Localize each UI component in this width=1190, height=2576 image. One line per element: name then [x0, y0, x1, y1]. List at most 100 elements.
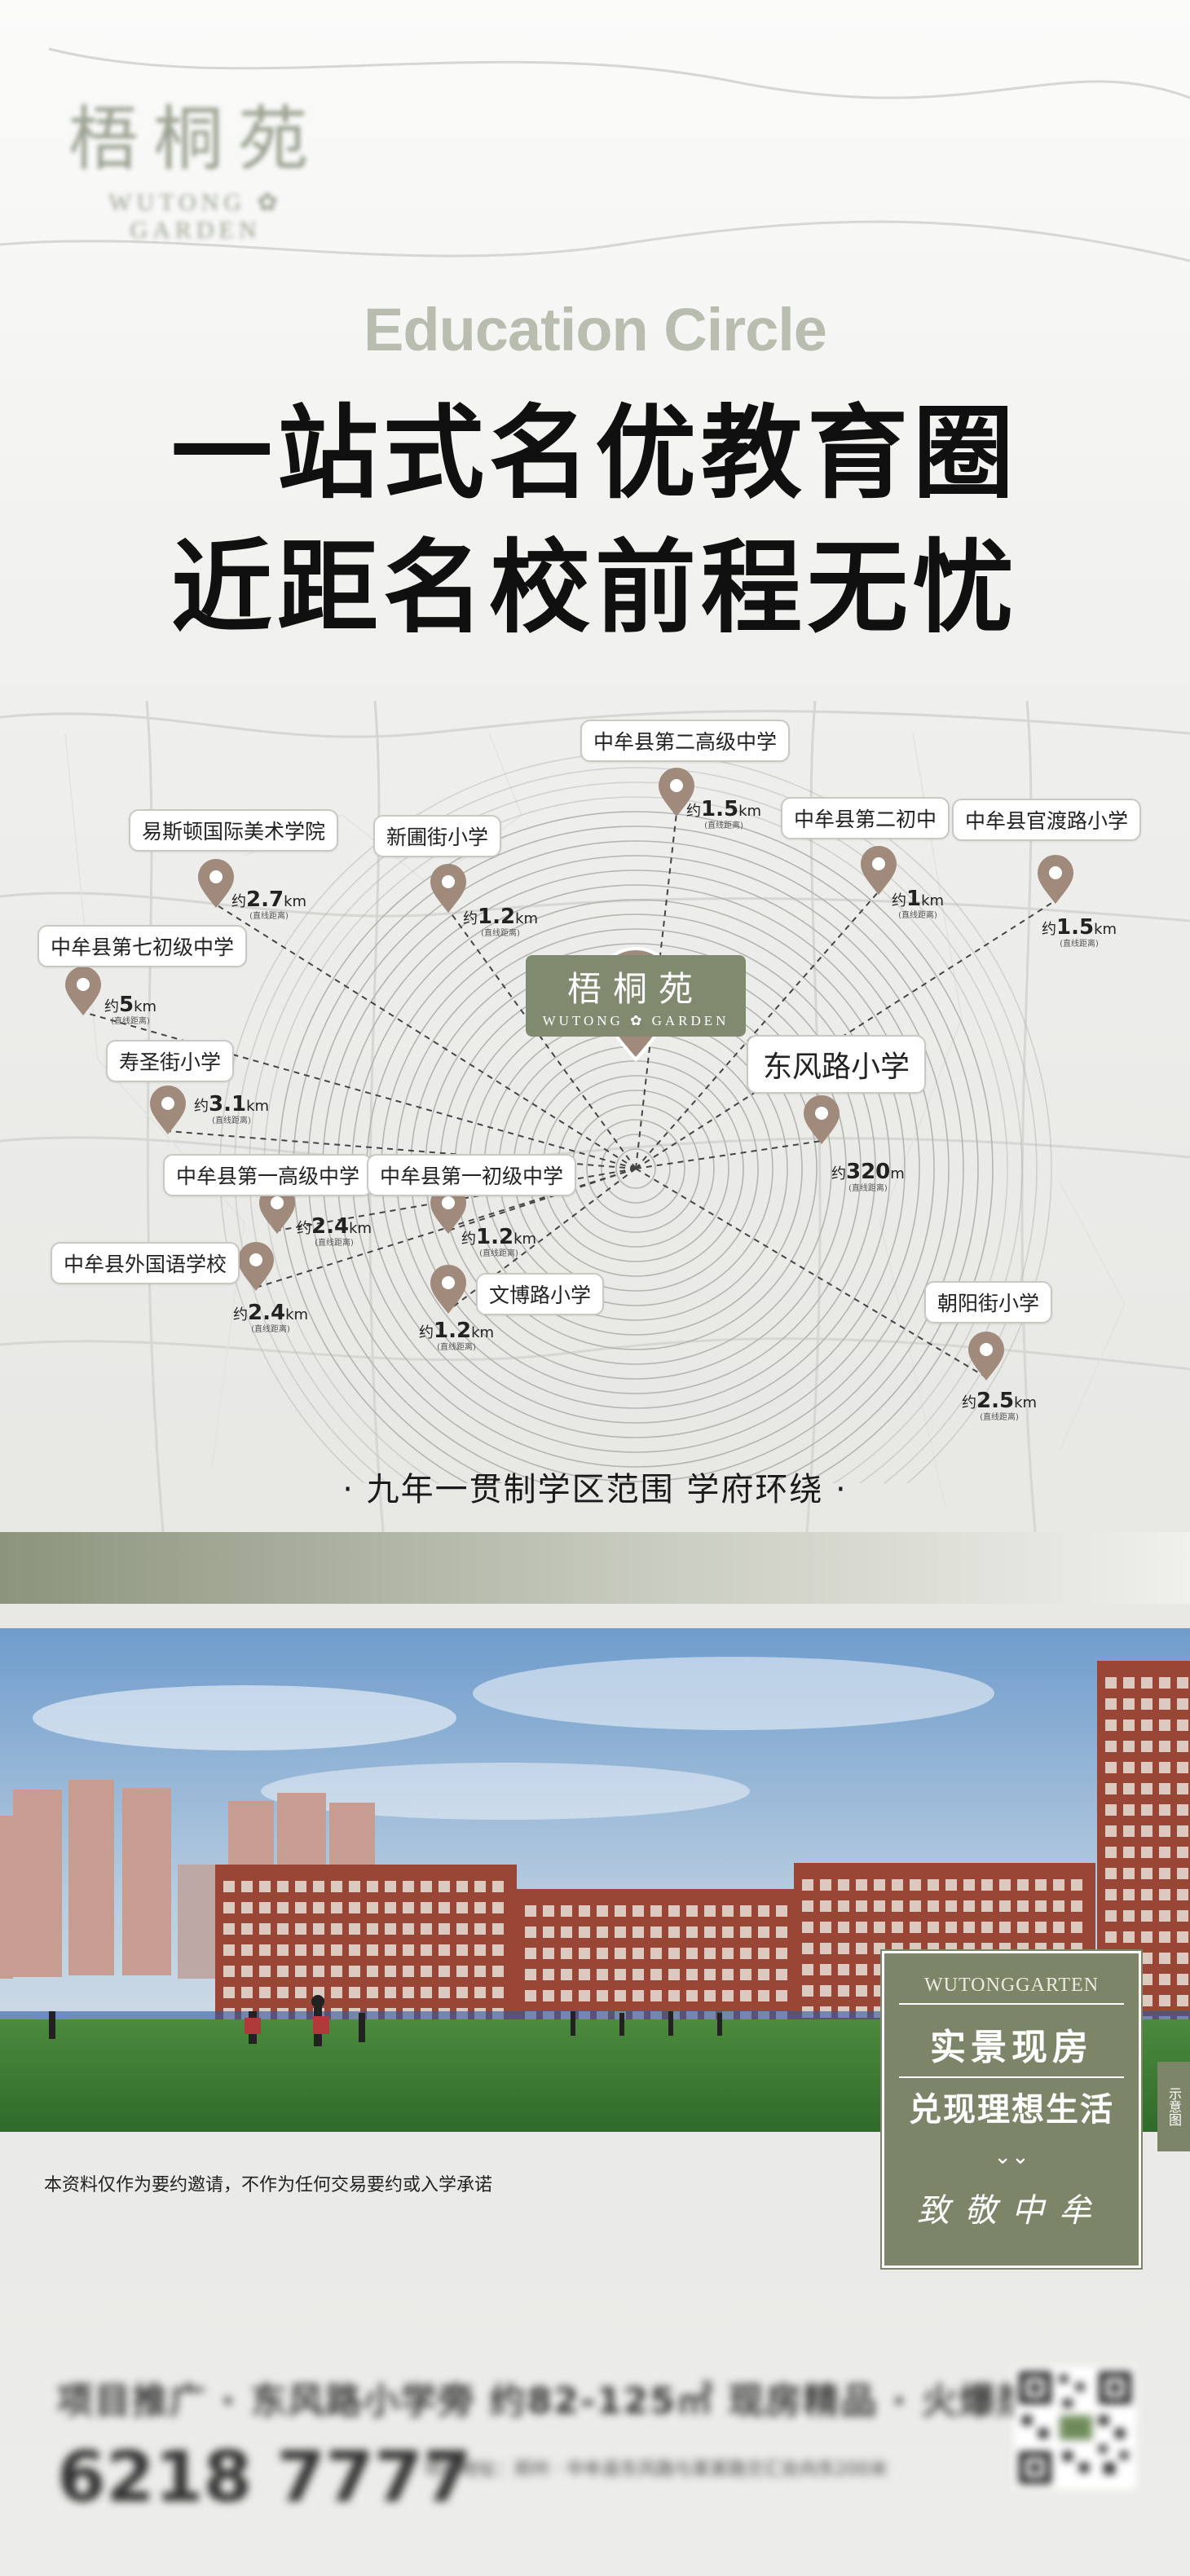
- distance-prefix: 约: [1042, 921, 1056, 938]
- window: [704, 1990, 716, 2001]
- location-pin-icon: [150, 1085, 186, 1134]
- window: [1123, 1847, 1135, 1858]
- window: [403, 1881, 414, 1892]
- window: [223, 1987, 235, 1998]
- window: [223, 1944, 235, 1956]
- window: [259, 1881, 271, 1892]
- window: [492, 1987, 504, 1998]
- window: [1123, 1804, 1135, 1816]
- window: [277, 1966, 289, 1977]
- radar-ring: [219, 752, 1052, 1483]
- distance-prefix: 约: [463, 910, 478, 927]
- distance-value: 320: [846, 1160, 891, 1184]
- window: [1123, 1698, 1135, 1710]
- distance-value: 2.4: [311, 1214, 350, 1239]
- window: [802, 1985, 813, 1997]
- window: [456, 1881, 468, 1892]
- window: [1177, 1783, 1188, 1794]
- window: [758, 1969, 769, 1980]
- window: [981, 1900, 993, 1912]
- window: [1105, 1825, 1117, 1837]
- headline-line-1: 一站式名优教育圈: [170, 395, 1019, 513]
- window: [456, 1966, 468, 1977]
- distance-unit: km: [1094, 921, 1117, 938]
- window: [259, 1902, 271, 1913]
- distance-note: (直线距离): [898, 911, 937, 920]
- distance-unit: km: [246, 1098, 270, 1115]
- window: [525, 1948, 536, 1959]
- window: [1159, 1804, 1170, 1816]
- window: [910, 1900, 921, 1912]
- distance-value: 1.2: [478, 905, 516, 929]
- window: [492, 1902, 504, 1913]
- distance-unit: km: [513, 1231, 537, 1248]
- window: [313, 1944, 324, 1956]
- location-pin-icon: [65, 967, 101, 1015]
- window: [856, 1964, 867, 1975]
- window: [874, 1900, 885, 1912]
- window: [704, 1948, 716, 1959]
- window: [1159, 1783, 1170, 1794]
- window: [579, 1990, 590, 2001]
- window: [295, 1923, 306, 1935]
- window: [856, 1943, 867, 1954]
- window: [1159, 1931, 1170, 1943]
- window: [740, 1969, 751, 1980]
- window: [259, 1987, 271, 1998]
- headline-line-2: 近距名校前程无忧: [170, 530, 1019, 647]
- distance-note: (直线距离): [848, 1184, 888, 1193]
- window: [668, 1926, 680, 1938]
- window: [1177, 1762, 1188, 1773]
- distance-prefix: 约: [831, 1165, 846, 1182]
- distance-unit: km: [738, 803, 762, 820]
- school-pins: [65, 768, 1073, 1380]
- card-divider: [899, 2003, 1124, 2005]
- window: [1123, 1783, 1135, 1794]
- window: [349, 1881, 360, 1892]
- window: [492, 1923, 504, 1935]
- connection-line: [635, 812, 677, 1169]
- distance-13: 约2.5km(直线距离): [962, 1390, 1037, 1422]
- location-pin-icon: [659, 768, 694, 817]
- card-line-1: 实景现房: [930, 2027, 1093, 2068]
- window: [722, 1990, 734, 2001]
- distance-prefix: 约: [297, 1220, 311, 1237]
- distance-value: 1.2: [476, 1225, 514, 1249]
- window: [367, 1923, 378, 1935]
- window: [722, 1905, 734, 1917]
- window: [686, 1969, 698, 1980]
- window: [1141, 1741, 1153, 1752]
- distance-value: 3.1: [209, 1092, 247, 1116]
- window: [740, 1905, 751, 1917]
- window: [632, 1990, 644, 2001]
- distance-unit: m: [890, 1165, 905, 1182]
- window: [838, 1900, 849, 1912]
- window: [928, 1922, 939, 1933]
- window: [1071, 1879, 1082, 1891]
- window: [223, 1881, 235, 1892]
- window: [456, 1944, 468, 1956]
- window: [1035, 1879, 1047, 1891]
- window: [963, 1922, 975, 1933]
- distance-prefix: 约: [419, 1324, 434, 1341]
- window: [1105, 1889, 1117, 1900]
- window: [1017, 1922, 1029, 1933]
- window: [776, 1905, 787, 1917]
- window: [740, 1948, 751, 1959]
- window: [776, 1969, 787, 1980]
- distance-note: (直线距离): [479, 1249, 518, 1258]
- window: [403, 1902, 414, 1913]
- window: [403, 1923, 414, 1935]
- distance-unit: km: [1014, 1394, 1038, 1411]
- window: [1141, 1995, 1153, 2006]
- window: [367, 1966, 378, 1977]
- window: [758, 1990, 769, 2001]
- window: [722, 1969, 734, 1980]
- window: [1141, 1698, 1153, 1710]
- window: [1159, 1889, 1170, 1900]
- window: [331, 1987, 342, 1998]
- location-pin-icon: [238, 1242, 274, 1291]
- window: [1123, 1868, 1135, 1879]
- distance-note: (直线距离): [481, 929, 520, 938]
- radar-ring: [615, 1148, 656, 1189]
